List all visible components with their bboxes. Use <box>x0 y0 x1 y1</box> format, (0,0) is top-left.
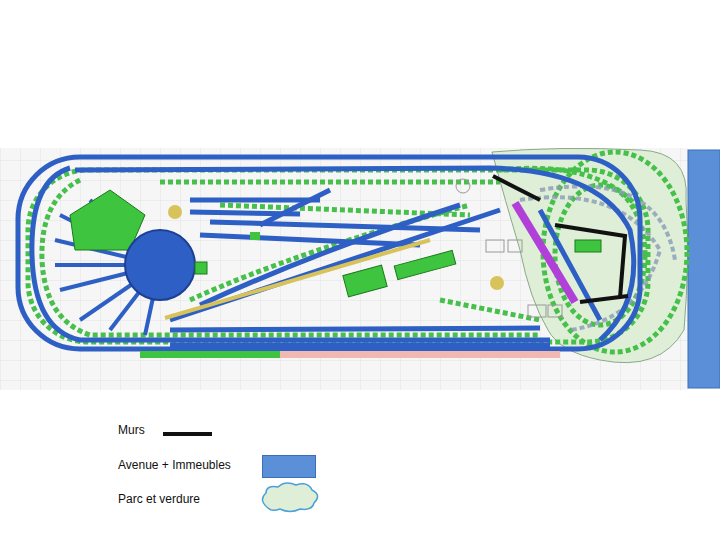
wall-sample <box>163 432 212 436</box>
legend-text: Parc et verdure <box>118 492 200 506</box>
legend-text: Murs <box>118 423 145 437</box>
park-sample <box>262 483 317 512</box>
legend-text: Avenue + Immeubles <box>118 458 231 472</box>
legend-swatch <box>262 455 316 478</box>
